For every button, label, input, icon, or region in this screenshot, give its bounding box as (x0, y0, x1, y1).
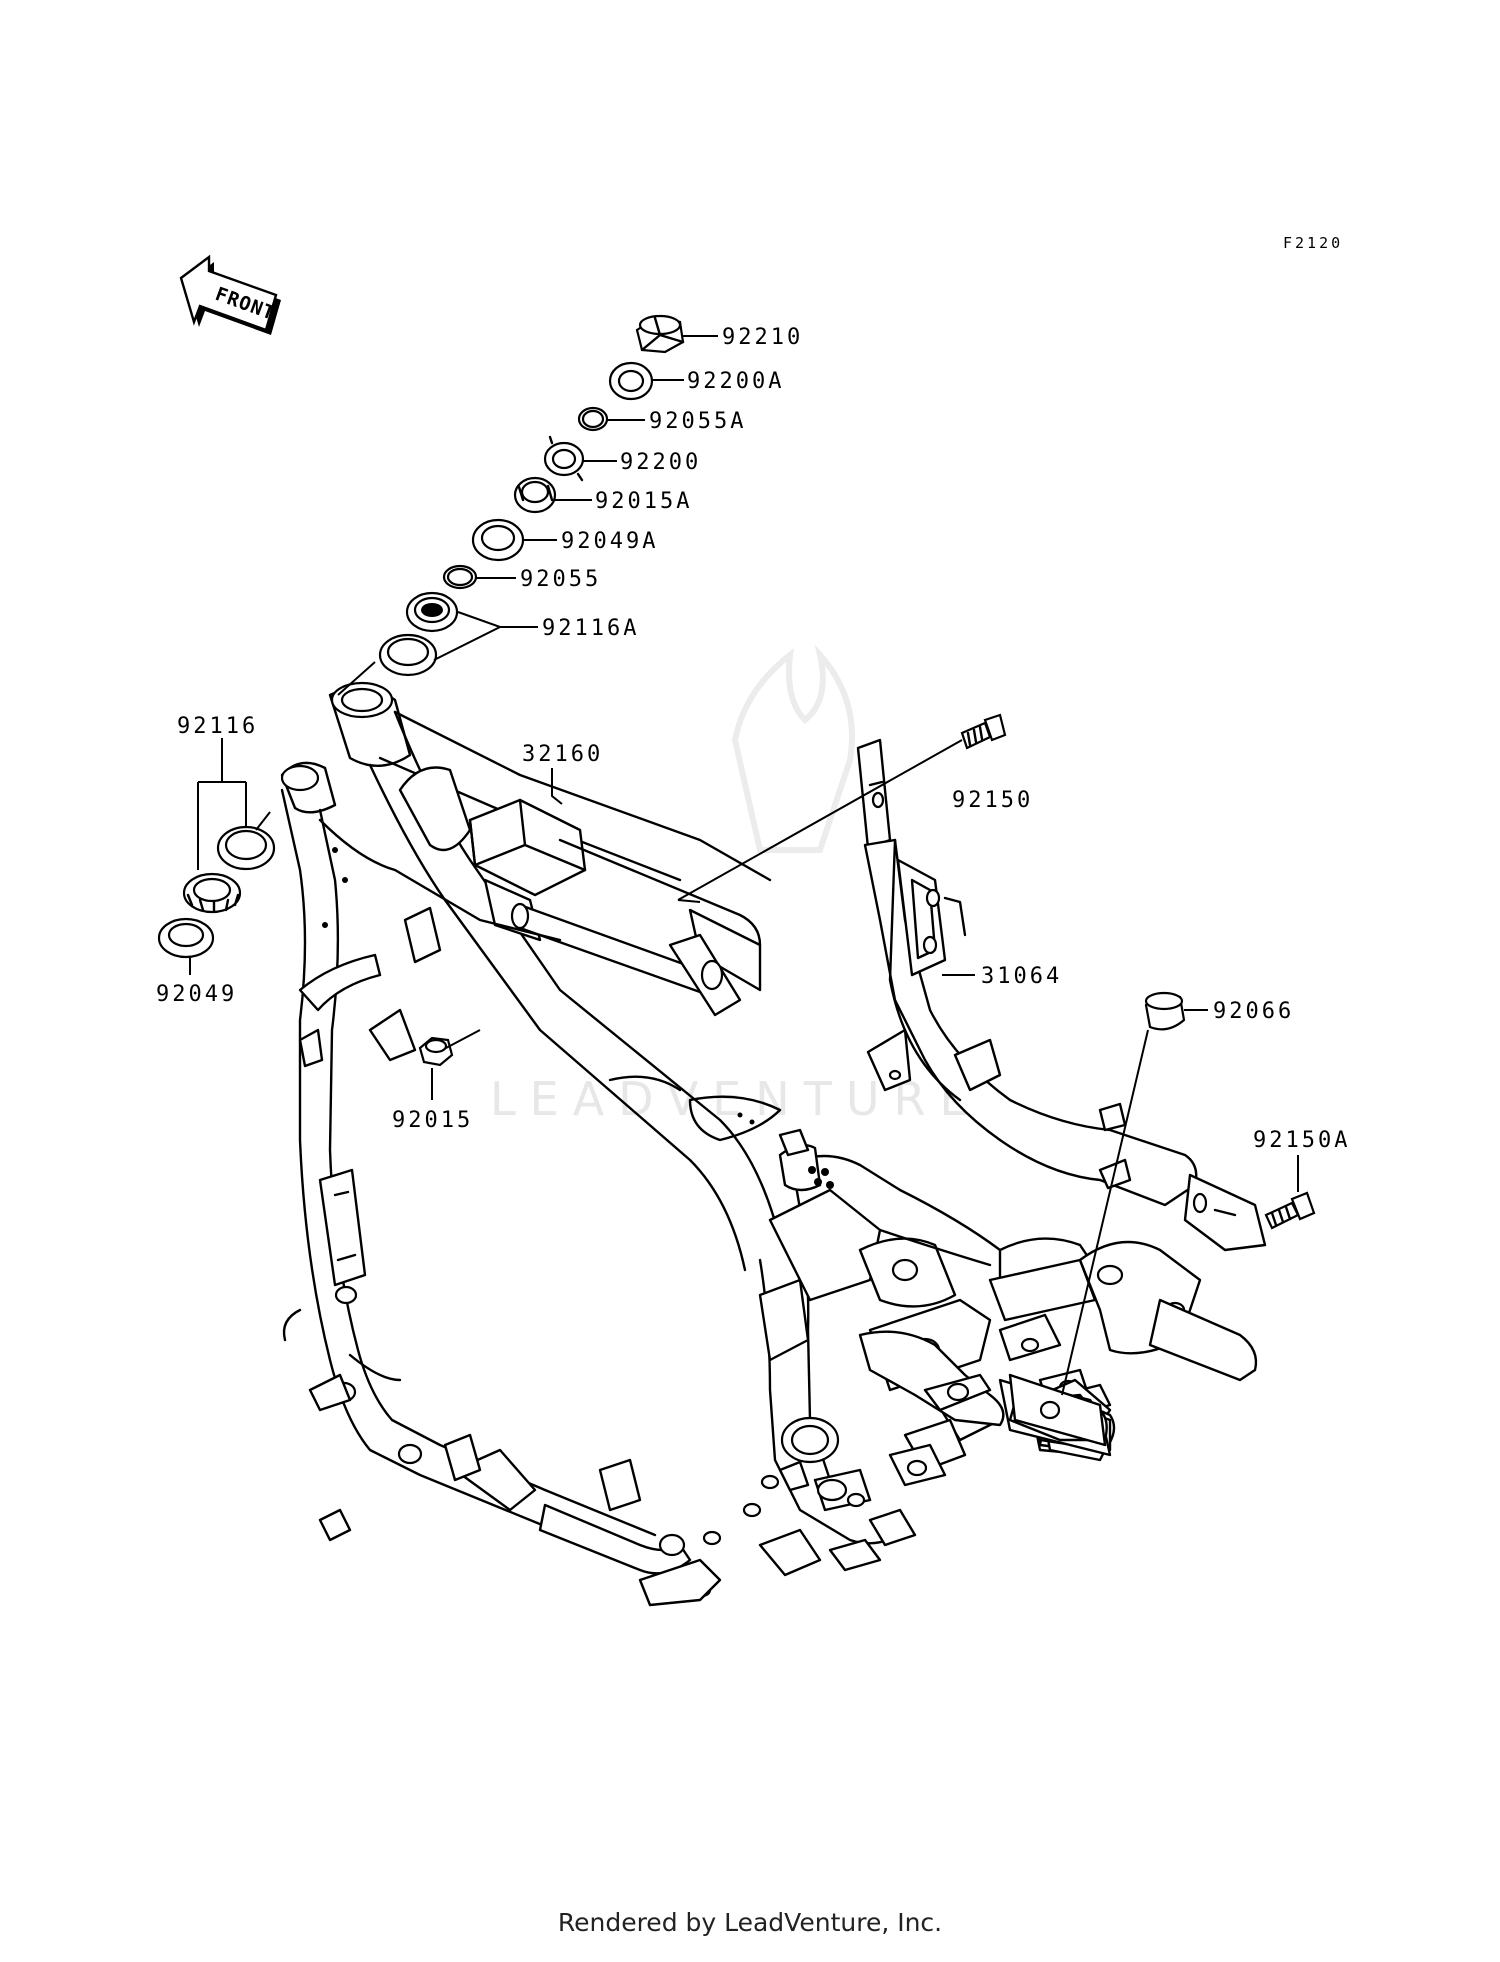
callout-92015a: 92015A (595, 489, 692, 514)
part-92150-bolt (960, 713, 1007, 750)
part-92015-nut (418, 1036, 454, 1067)
front-arrow: FRONT (179, 254, 281, 335)
callout-32160: 32160 (522, 742, 603, 767)
part-92116a-race (378, 633, 438, 677)
part-92116-race (216, 825, 276, 871)
main-frame (280, 681, 1258, 1607)
part-92015a-nut (513, 476, 557, 514)
callout-92210: 92210 (722, 325, 803, 350)
callout-labels: 92210 92200A 92055A 92200 92015A 92049A … (156, 325, 1350, 1153)
footer-credit: Rendered by LeadVenture, Inc. (557, 1908, 943, 1937)
callout-92116: 92116 (177, 714, 258, 739)
part-92200-lockwasher (543, 435, 585, 482)
rear-frame (856, 738, 1267, 1252)
callout-92150a: 92150A (1253, 1128, 1350, 1153)
callout-92049: 92049 (156, 982, 237, 1007)
part-92049-seal (157, 917, 215, 959)
callout-92015: 92015 (392, 1108, 473, 1133)
lower-stem-parts (157, 825, 276, 959)
callout-92150: 92150 (952, 788, 1033, 813)
part-92116a-bearing-upper (405, 591, 459, 633)
part-92116-bearing (182, 872, 242, 914)
callout-92200a: 92200A (687, 369, 784, 394)
part-92066-cap (1144, 991, 1186, 1031)
part-92210-nut (635, 314, 685, 354)
diagram-code: F2120 (1283, 234, 1343, 252)
callout-92055: 92055 (520, 567, 601, 592)
part-92150a-bolt (1264, 1191, 1316, 1230)
callout-92200: 92200 (620, 450, 701, 475)
callout-31064: 31064 (981, 964, 1062, 989)
stem-parts (378, 314, 685, 677)
callout-92049a: 92049A (561, 529, 658, 554)
callout-92066: 92066 (1213, 999, 1294, 1024)
callout-92055a: 92055A (649, 409, 746, 434)
leader-lines (189, 335, 1299, 1396)
callout-92116a: 92116A (542, 616, 639, 641)
